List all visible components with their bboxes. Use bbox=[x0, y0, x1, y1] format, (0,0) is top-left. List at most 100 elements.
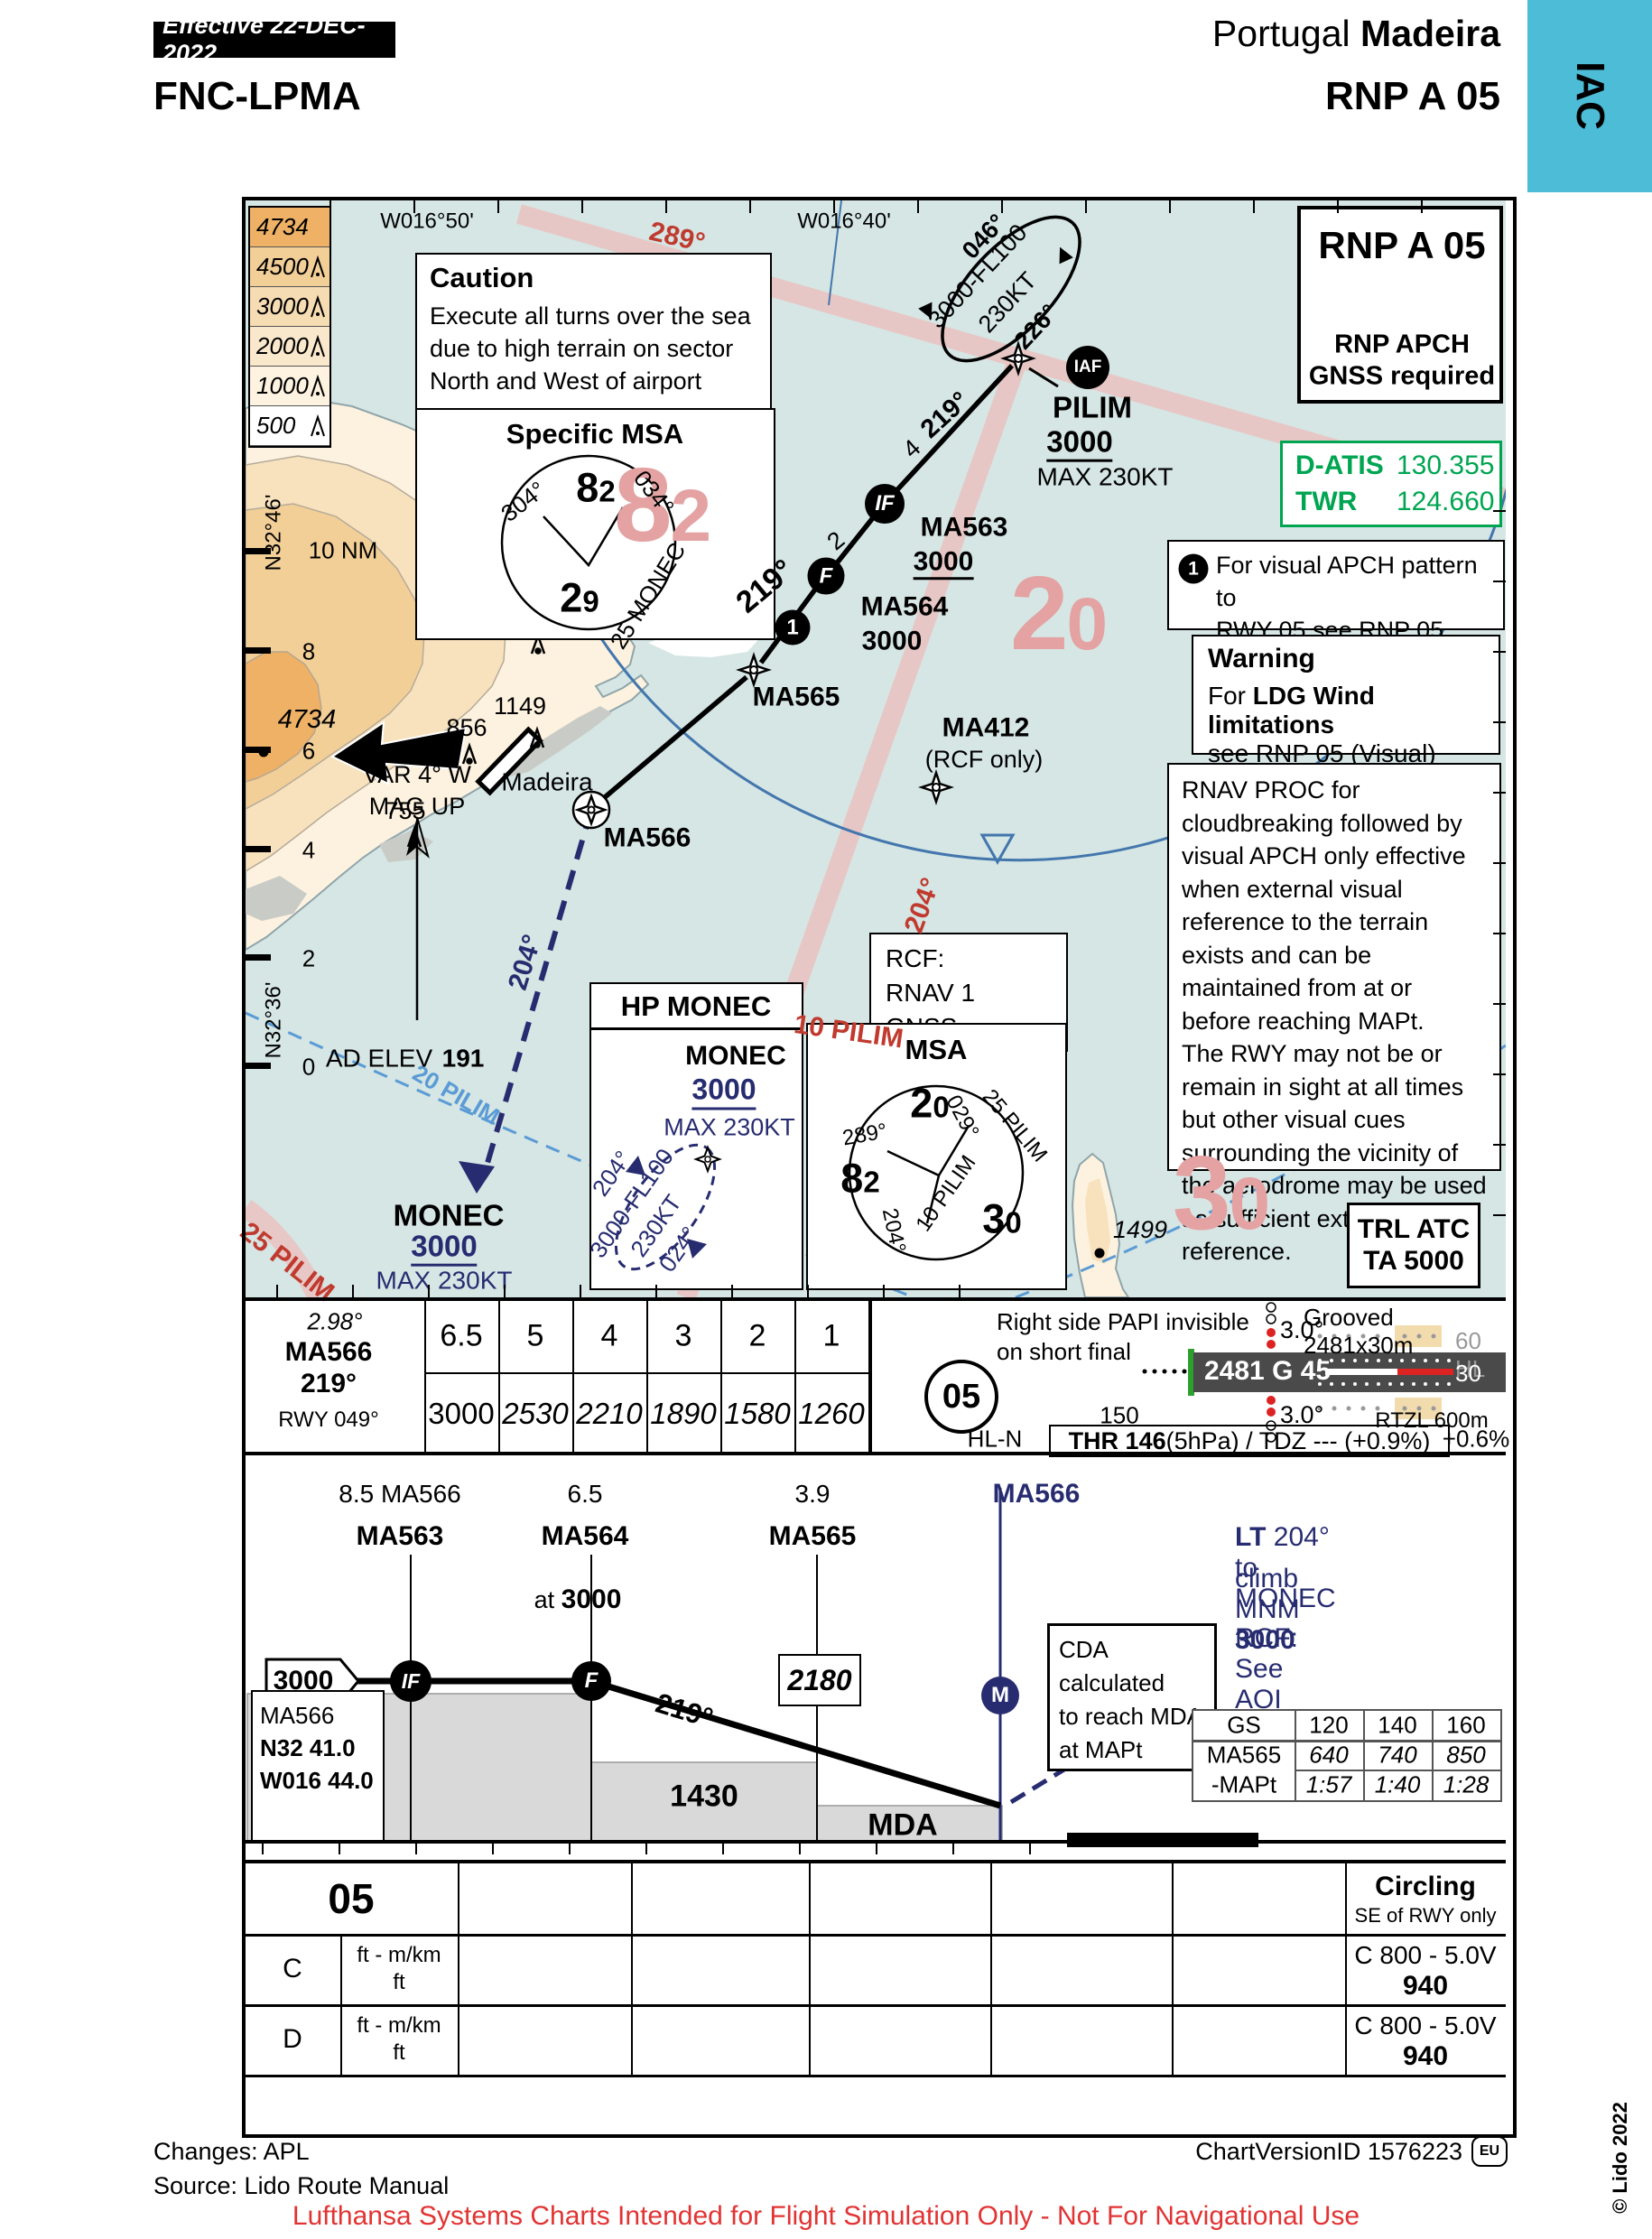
warning-pre: For bbox=[1208, 682, 1253, 710]
legend-elevation: 500 bbox=[256, 412, 296, 439]
frame-tick bbox=[246, 1063, 271, 1069]
rnav-proc-text: RNAV PROC for cloudbreaking followed by … bbox=[1182, 776, 1487, 1265]
at-altitude-pre: at bbox=[534, 1586, 561, 1613]
frame-tick bbox=[731, 1285, 733, 1297]
frame-tick bbox=[580, 1285, 581, 1297]
legend-row: 1000 bbox=[250, 367, 329, 406]
obstacle-icon bbox=[311, 255, 325, 277]
descent-course: 219° bbox=[300, 1369, 357, 1398]
gnss-required-label: GNSS required bbox=[1308, 361, 1496, 391]
warning-post: see RNP 05 (Visual) bbox=[1208, 739, 1436, 767]
at-altitude: 3000 bbox=[561, 1584, 622, 1614]
copyright: © Lido 2022 bbox=[1609, 2102, 1631, 2214]
frame-tick bbox=[246, 747, 271, 753]
ta-label: TA 5000 bbox=[1363, 1246, 1464, 1276]
twr-frequency: 124.660 bbox=[1397, 487, 1495, 516]
gs-cell: 1:28 bbox=[1443, 1770, 1490, 1798]
lt-label: LT bbox=[1235, 1522, 1274, 1552]
mda-label: MDA bbox=[868, 1807, 938, 1843]
rnp-apch-label: RNP APCH bbox=[1334, 330, 1470, 359]
footer-source: Source: Lido Route Manual bbox=[153, 2172, 450, 2199]
gs-cell: -MAPt bbox=[1211, 1770, 1277, 1798]
hp-altitude: 3000 bbox=[691, 1073, 756, 1110]
frame-tick bbox=[1337, 200, 1339, 213]
frame-tick bbox=[246, 647, 271, 654]
frame-tick bbox=[722, 1842, 724, 1854]
frequencies-box: D-ATIS 130.355 TWR 124.660 bbox=[1280, 441, 1502, 527]
circling-subtitle: SE of RWY only bbox=[1354, 1904, 1497, 1927]
obstacle-icon bbox=[311, 413, 325, 436]
datis-frequency: 130.355 bbox=[1397, 451, 1495, 480]
minima-runway: 05 bbox=[328, 1875, 375, 1922]
profile-fix3: MA565 bbox=[768, 1521, 857, 1551]
lt-course: 204° to MONEC bbox=[1235, 1522, 1336, 1613]
mapt-lon: W016 44.0 bbox=[260, 1767, 374, 1794]
legend-elevation: 1000 bbox=[256, 372, 309, 399]
gs-header: 120 bbox=[1309, 1711, 1349, 1739]
frame-tick bbox=[665, 200, 667, 213]
alt-cell: 2530 bbox=[502, 1397, 569, 1430]
category-label: D bbox=[283, 2024, 302, 2054]
specific-msa-title: Specific MSA bbox=[506, 418, 684, 450]
circling-mda: 940 bbox=[1402, 1971, 1449, 2001]
warning-title: Warning bbox=[1208, 644, 1315, 674]
alt-cell: 2210 bbox=[576, 1397, 643, 1430]
frame-tick bbox=[1493, 1073, 1506, 1075]
frame-tick bbox=[952, 1842, 954, 1854]
circling-mda: 940 bbox=[1402, 2041, 1449, 2071]
legend-row: 3000 bbox=[250, 287, 329, 327]
alt-cell: 1260 bbox=[798, 1397, 865, 1430]
descent-rwy: RWY 049° bbox=[278, 1408, 379, 1432]
frame-tick bbox=[1493, 1214, 1506, 1216]
profile-rcf-note: RCF: See AOI bbox=[1235, 1623, 1298, 1714]
descent-table: 2.98° MA566 219° RWY 049° 6.5 5 4 3 2 1 … bbox=[246, 1300, 872, 1454]
alt-cell: 1890 bbox=[650, 1397, 717, 1430]
twr-label: TWR bbox=[1295, 487, 1358, 516]
rtzl-label: RTZL 600m bbox=[1375, 1408, 1489, 1433]
dist-cell: 5 bbox=[526, 1318, 544, 1353]
rcf-line2: RNAV 1 bbox=[886, 979, 976, 1007]
frame-tick bbox=[504, 1285, 506, 1297]
warning-box: Warning For LDG Wind limitations see RNP… bbox=[1192, 635, 1500, 767]
crossing-altitude: 2180 bbox=[778, 1654, 861, 1706]
cda-note-box: CDA calculated to reach MDA at MAPt bbox=[1047, 1623, 1217, 1771]
profile-dist2: 6.5 bbox=[567, 1480, 603, 1508]
units-label: ft bbox=[393, 1970, 405, 1994]
airport-code: FNC-LPMA bbox=[153, 74, 361, 118]
gs-header: 160 bbox=[1446, 1711, 1486, 1739]
climb-altitude: 3000 bbox=[1235, 1625, 1295, 1655]
legend-row: 500 bbox=[250, 406, 329, 446]
country-label: Portugal bbox=[1211, 13, 1350, 54]
hln-label: HL-N bbox=[967, 1425, 1023, 1453]
specific-msa-box: Specific MSA bbox=[415, 408, 775, 640]
profile-course: 219° bbox=[652, 1686, 717, 1734]
caution-text: Execute all turns over the sea due to hi… bbox=[430, 302, 751, 395]
frame-tick bbox=[1169, 200, 1171, 213]
profile-if-badge: IF bbox=[390, 1660, 432, 1702]
gs-header: 140 bbox=[1378, 1711, 1417, 1739]
trl-label: TRL ATC bbox=[1357, 1214, 1471, 1244]
frame-tick bbox=[329, 200, 331, 213]
frame-tick bbox=[1493, 1144, 1506, 1146]
gs-cell: 1:40 bbox=[1374, 1770, 1421, 1798]
dist-cell: 4 bbox=[600, 1318, 618, 1353]
footer-changes: Changes: APL bbox=[153, 2138, 310, 2165]
legend-elevation: 2000 bbox=[256, 332, 309, 359]
note1-map-badge: 1 bbox=[775, 609, 811, 646]
if-badge: IF bbox=[865, 484, 905, 524]
dist-cell: 6.5 bbox=[440, 1318, 483, 1353]
frame-tick bbox=[246, 954, 271, 961]
gs-cell: 850 bbox=[1446, 1741, 1486, 1769]
frame-tick bbox=[569, 1842, 571, 1854]
frame-tick bbox=[807, 1285, 809, 1297]
frame-tick bbox=[1001, 200, 1003, 213]
note1-badge: 1 bbox=[1178, 553, 1209, 584]
frame-tick bbox=[1493, 510, 1506, 512]
frame-tick bbox=[1493, 1003, 1506, 1005]
frame-tick bbox=[876, 1842, 877, 1854]
frame-tick bbox=[883, 1285, 885, 1297]
profile-dist3: 3.9 bbox=[794, 1480, 831, 1508]
alt-cell: 3000 bbox=[428, 1397, 495, 1430]
frame-tick bbox=[497, 200, 499, 213]
